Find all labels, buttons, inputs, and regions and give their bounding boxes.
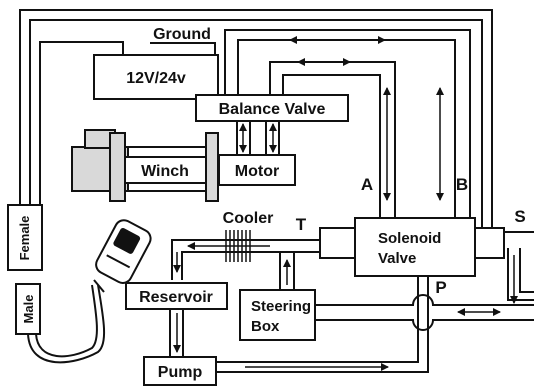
solenoid-label-line1: Solenoid [378,230,441,247]
cooler-icon [225,230,251,262]
motor-lines [236,120,280,155]
remote-control-icon [27,219,152,364]
port-a-label: A [361,175,373,194]
female-connector: Female [7,204,43,271]
motor: Motor [218,154,296,186]
return-lines [171,239,320,290]
male-label: Male [21,295,36,324]
steering-box: Steering Box [239,289,316,341]
port-b-label: B [456,175,468,194]
balance-valve-label: Balance Valve [219,101,326,118]
battery-label: 12V/24v [126,70,186,87]
steering-label-line1: Steering [251,298,311,315]
reservoir-label: Reservoir [139,289,213,306]
cooler-label: Cooler [223,210,274,227]
port-s-label: S [514,207,525,226]
ground-label: Ground [153,26,211,43]
solenoid-valve: Solenoid Valve [319,217,505,277]
winch: Winch [71,129,219,202]
battery: 12V/24v [93,48,219,100]
male-connector: Male [15,283,41,335]
pressure-lines [169,248,534,373]
reservoir: Reservoir [125,282,228,310]
electrical-wiring [19,9,493,232]
port-p-label: P [435,278,446,297]
port-t-label: T [296,215,307,234]
motor-label: Motor [235,163,279,180]
balance-valve: Balance Valve [195,94,349,122]
solenoid-label-line2: Valve [378,250,416,267]
female-label: Female [17,216,32,261]
hydraulic-lines-upper [224,29,471,225]
pump: Pump [143,356,217,386]
steering-label-line2: Box [251,318,280,335]
pump-label: Pump [158,364,203,381]
winch-label: Winch [141,163,189,180]
